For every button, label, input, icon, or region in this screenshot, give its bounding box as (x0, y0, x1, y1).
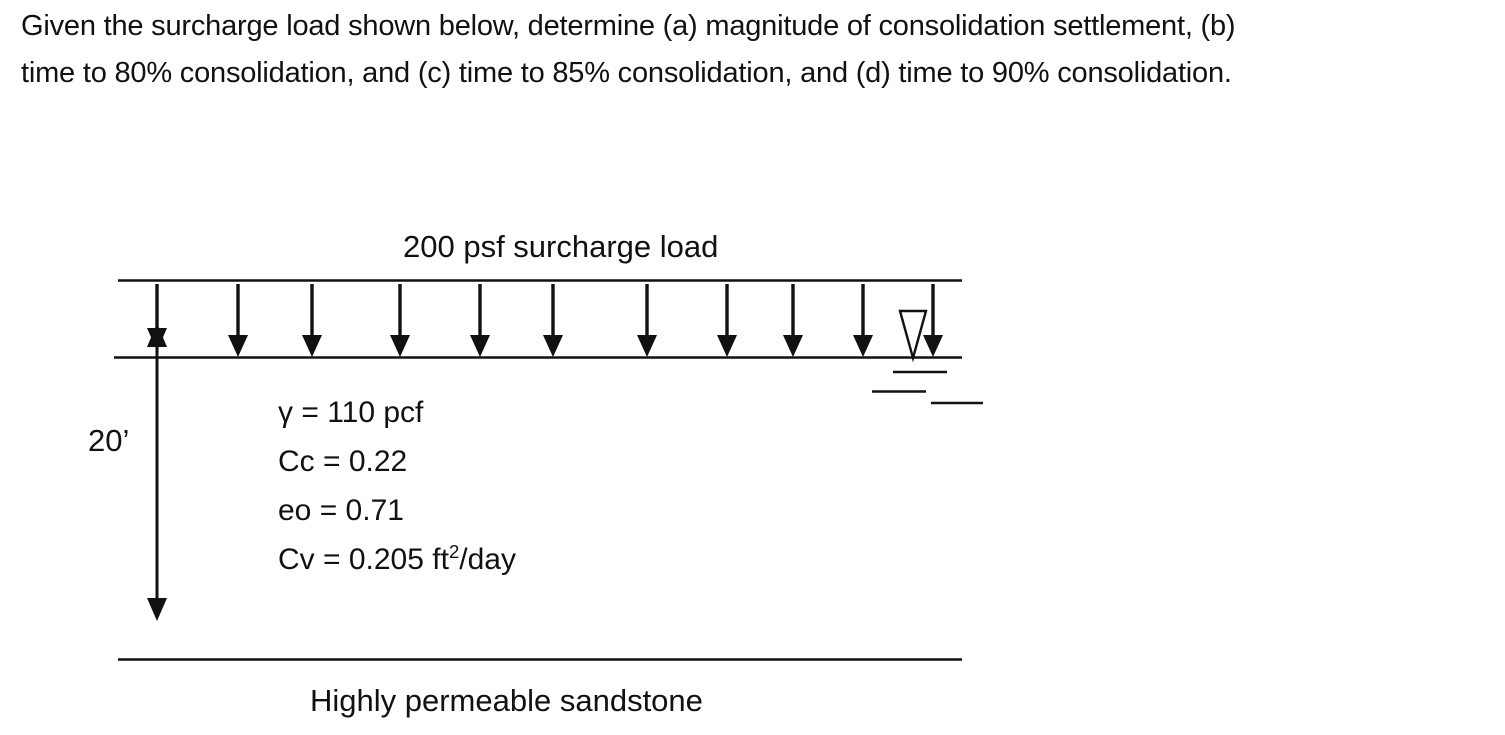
problem-statement-line-1: Given the surcharge load shown below, de… (21, 10, 1236, 42)
depth-dimension-arrow-icon (147, 323, 167, 621)
cv-suffix: /day (459, 543, 516, 576)
cv-prefix: Cv = 0.205 ft (278, 543, 449, 576)
surcharge-arrows (226, 282, 945, 359)
down-arrow-icon (468, 282, 492, 359)
water-table-icon (872, 309, 983, 405)
down-arrow-icon (851, 282, 875, 359)
surcharge-load-label: 200 psf surcharge load (403, 229, 719, 264)
down-arrow-icon (541, 282, 565, 359)
down-arrow-icon (635, 282, 659, 359)
soil-properties: γ = 110 pcf Cc = 0.22 eo = 0.71 Cv = 0.2… (278, 388, 516, 584)
problem-statement-line-2: time to 80% consolidation, and (c) time … (21, 57, 1232, 89)
down-arrow-icon (921, 282, 945, 359)
down-arrow-icon (300, 282, 324, 359)
unit-weight-value: γ = 110 pcf (278, 396, 424, 429)
compression-index-value: Cc = 0.22 (278, 445, 408, 478)
down-arrow-icon (781, 282, 805, 359)
cv-superscript: 2 (448, 541, 460, 562)
depth-label: 20’ (88, 423, 130, 458)
initial-void-ratio-value: eo = 0.71 (278, 494, 404, 527)
down-arrow-icon (226, 282, 250, 359)
problem-statement: Given the surcharge load shown below, de… (21, 3, 1236, 97)
down-arrow-icon (388, 282, 412, 359)
coefficient-of-consolidation-value: Cv = 0.205 ft2/day (278, 535, 516, 584)
down-arrow-icon (715, 282, 739, 359)
sandstone-label: Highly permeable sandstone (310, 683, 703, 718)
